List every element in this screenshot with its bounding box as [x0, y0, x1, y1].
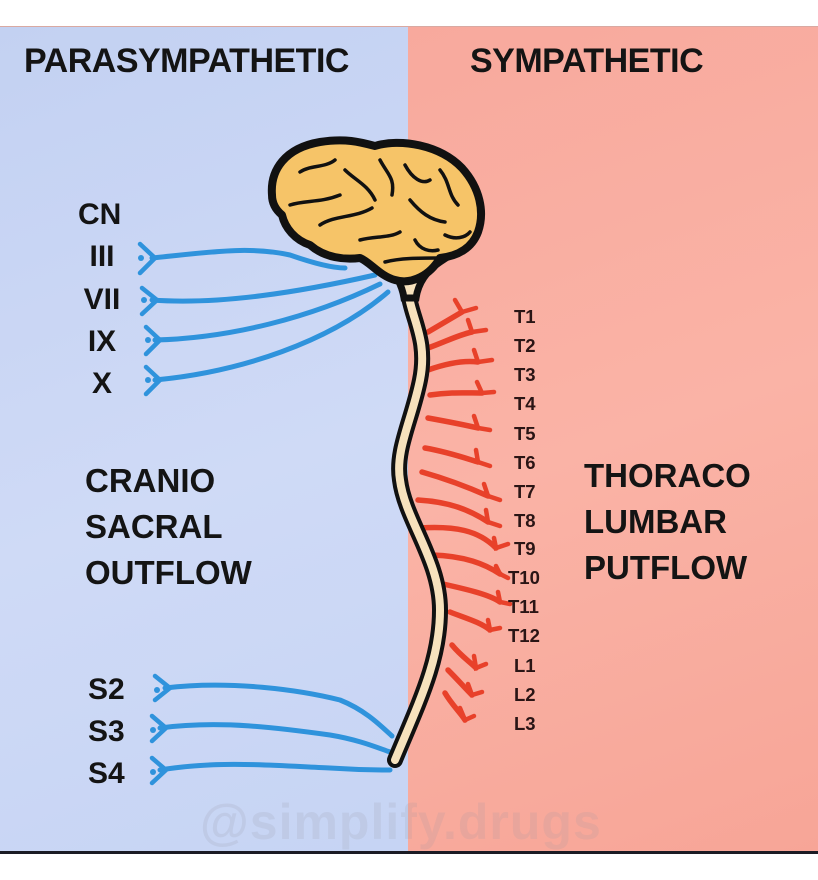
- label-outflow: OUTFLOW: [85, 554, 252, 591]
- nerve-cn-ix: [152, 281, 383, 343]
- label-cranio: CRANIO: [85, 462, 216, 499]
- label-thoraco: THORACO: [584, 457, 751, 494]
- label-l1: L1: [514, 655, 536, 676]
- cranial-nerve-dots: [138, 255, 151, 383]
- label-putflow: PUTFLOW: [584, 549, 748, 586]
- sympathetic-nerves: [415, 309, 503, 723]
- cranial-nerve-endings: [137, 241, 164, 397]
- label-t8: T8: [514, 510, 536, 531]
- nerve-cn-iii: [149, 247, 348, 271]
- brain-outline: [267, 136, 485, 286]
- nerve-cn-x: [152, 289, 391, 383]
- label-t3: T3: [514, 364, 536, 385]
- label-s2: S2: [88, 673, 125, 706]
- nerve-s2: [162, 682, 395, 739]
- label-l2: L2: [514, 684, 536, 705]
- label-t10: T10: [508, 567, 540, 588]
- label-lumbar: LUMBAR: [584, 503, 727, 540]
- brain-folds: [288, 158, 472, 264]
- brain: [267, 136, 485, 302]
- watermark: @simplify.drugs: [200, 794, 602, 850]
- cranial-nerves: [149, 247, 391, 383]
- label-l3: L3: [514, 713, 536, 734]
- label-t11: T11: [508, 596, 539, 617]
- sympathetic-nerve-endings: [452, 297, 513, 723]
- label-cn-iii: III: [89, 240, 115, 273]
- heading-sympathetic: SYMPATHETIC: [470, 42, 704, 80]
- label-t1: T1: [514, 306, 536, 327]
- spinal-cord: [391, 288, 445, 764]
- heading-parasympathetic: PARASYMPATHETIC: [24, 42, 349, 80]
- top-border: [0, 26, 818, 27]
- sacral-nerves: [157, 682, 395, 773]
- label-sacral: SACRAL: [85, 508, 223, 545]
- label-t9: T9: [514, 538, 536, 559]
- label-t5: T5: [514, 423, 536, 444]
- nerve-s4: [157, 761, 393, 773]
- label-s4: S4: [88, 757, 125, 790]
- sympathetic-panel: [408, 27, 818, 852]
- label-cn-x: X: [91, 367, 112, 400]
- label-cn-ix: IX: [87, 325, 117, 358]
- label-t12: T12: [508, 625, 540, 646]
- bottom-border: [0, 851, 818, 854]
- label-t7: T7: [514, 481, 536, 502]
- label-s3: S3: [88, 715, 125, 748]
- nerve-cn-vii: [149, 272, 378, 304]
- label-cn: CN: [78, 198, 122, 231]
- label-cn-vii: VII: [83, 283, 121, 316]
- label-t4: T4: [514, 393, 536, 414]
- nerve-s3: [157, 722, 393, 755]
- label-t2: T2: [514, 335, 536, 356]
- sacral-nerve-endings: [149, 673, 174, 786]
- label-t6: T6: [514, 452, 536, 473]
